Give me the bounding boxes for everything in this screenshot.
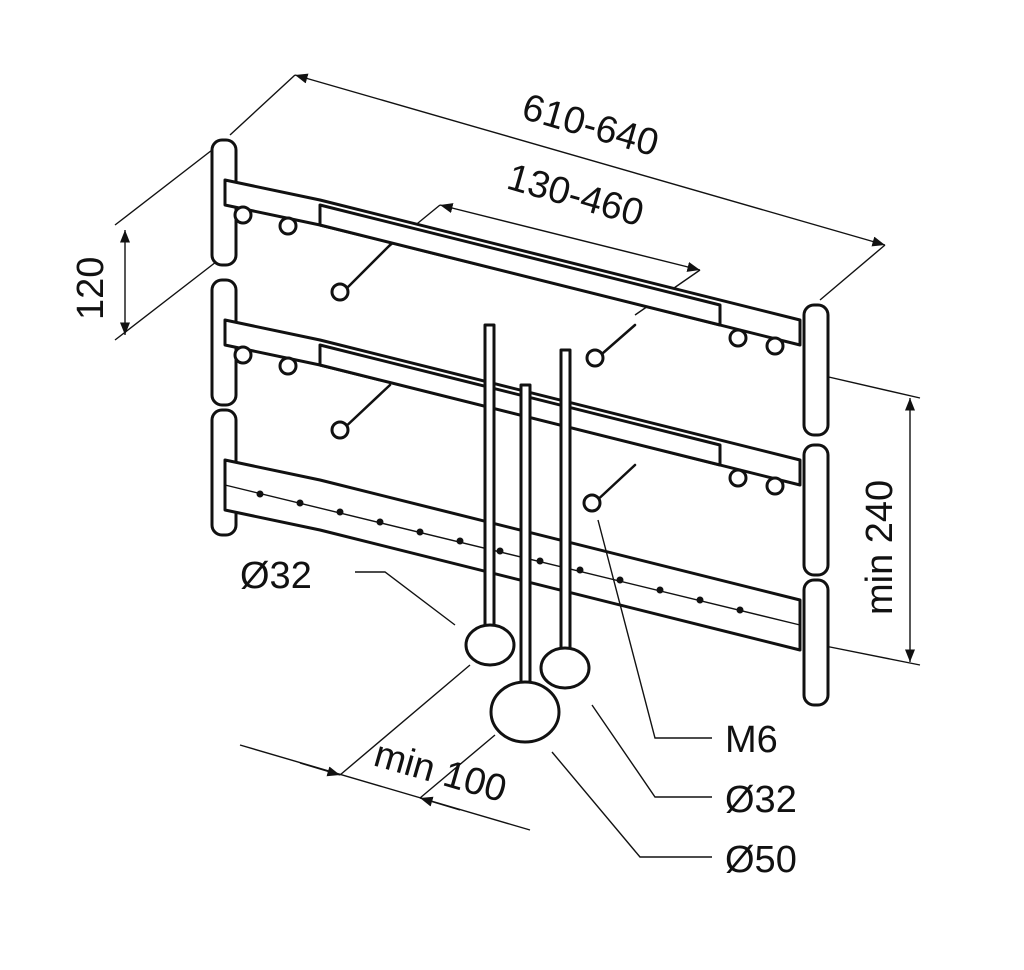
left-clamp-label: Ø32 xyxy=(240,555,312,597)
rail-spacing-label: min 240 xyxy=(859,480,901,615)
clamp-left-32 xyxy=(464,623,516,667)
clamp-50 xyxy=(489,680,561,744)
callout-large-clamp: Ø50 xyxy=(551,751,797,881)
callout-right-clamp: Ø32 xyxy=(591,704,797,821)
adjustable-span-label: 130-460 xyxy=(503,156,649,235)
callout-screw: M6 xyxy=(597,519,778,761)
pipe-spacing-label: min 100 xyxy=(370,733,512,811)
bottom-rail xyxy=(210,408,830,707)
bracket-height-label: 120 xyxy=(70,257,112,320)
overall-width-label: 610-640 xyxy=(518,86,664,165)
clamp-right-32 xyxy=(539,646,591,690)
screw-label: M6 xyxy=(725,719,778,761)
dimension-bracket-height: 120 xyxy=(70,139,226,341)
callout-left-clamp: Ø32 xyxy=(240,555,456,626)
right-clamp-label: Ø32 xyxy=(725,779,797,821)
top-rail xyxy=(210,138,830,437)
large-clamp-label: Ø50 xyxy=(725,839,797,881)
dimension-pipe-spacing: min 100 xyxy=(239,664,531,831)
dimension-rail-spacing: min 240 xyxy=(819,374,921,666)
